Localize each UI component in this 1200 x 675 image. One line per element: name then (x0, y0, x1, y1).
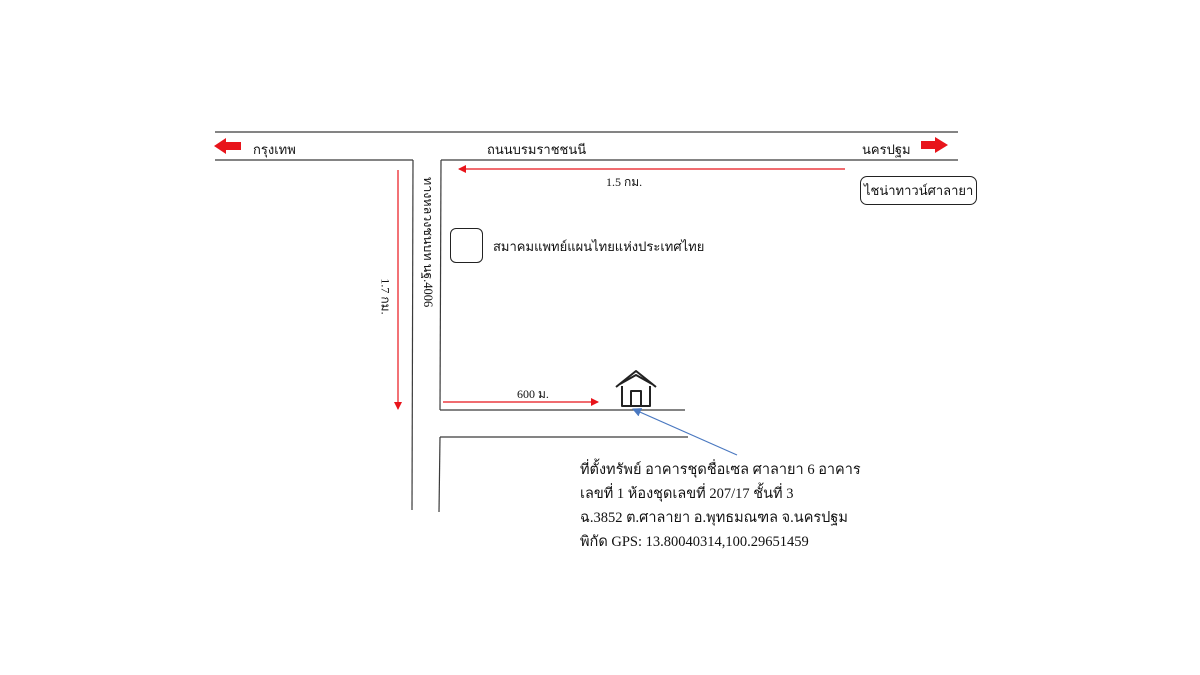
chinatown-salaya-landmark: ไชน่าทาวน์ศาลายา (860, 176, 978, 205)
distance-label-vertical: 1.7 กม. (378, 278, 393, 315)
house-icon (615, 370, 657, 407)
right-direction-arrow (921, 137, 948, 153)
side-road-edge-right (439, 159, 442, 411)
main-road-label: ถนนบรมราชชนนี (487, 142, 587, 157)
distance-label-top: 1.5 กม. (606, 175, 643, 189)
property-address: ที่ตั้งทรัพย์ อาคารชุดชื่อเซล ศาลายา 6 อ… (580, 458, 861, 554)
pointer-arrow (632, 408, 738, 456)
address-line-3: ฉ.3852 ต.ศาลายา อ.พุทธมณฑล จ.นครปฐม (580, 510, 848, 526)
side-road-label: ทางหลวงชนบท นฐ.4006 (421, 177, 435, 308)
gps-coordinates: พิกัด GPS: 13.80040314,100.29651459 (580, 534, 809, 550)
left-direction-arrow (214, 138, 241, 154)
side-road-edge-right-lower (438, 436, 441, 513)
bangkok-direction-label: กรุงเทพ (253, 142, 296, 157)
side-road-edge-left (411, 159, 414, 511)
address-line-1: ที่ตั้งทรัพย์ อาคารชุดชื่อเซล ศาลายา 6 อ… (580, 462, 861, 478)
association-label: สมาคมแพทย์แผนไทยแห่งประเทศไทย (493, 239, 705, 254)
address-line-2: เลขที่ 1 ห้องชุดเลขที่ 207/17 ชั้นที่ 3 (580, 486, 794, 502)
nakhon-pathom-direction-label: นครปฐม (862, 142, 911, 157)
distance-label-bottom: 600 ม. (517, 387, 549, 401)
association-marker (450, 228, 483, 263)
